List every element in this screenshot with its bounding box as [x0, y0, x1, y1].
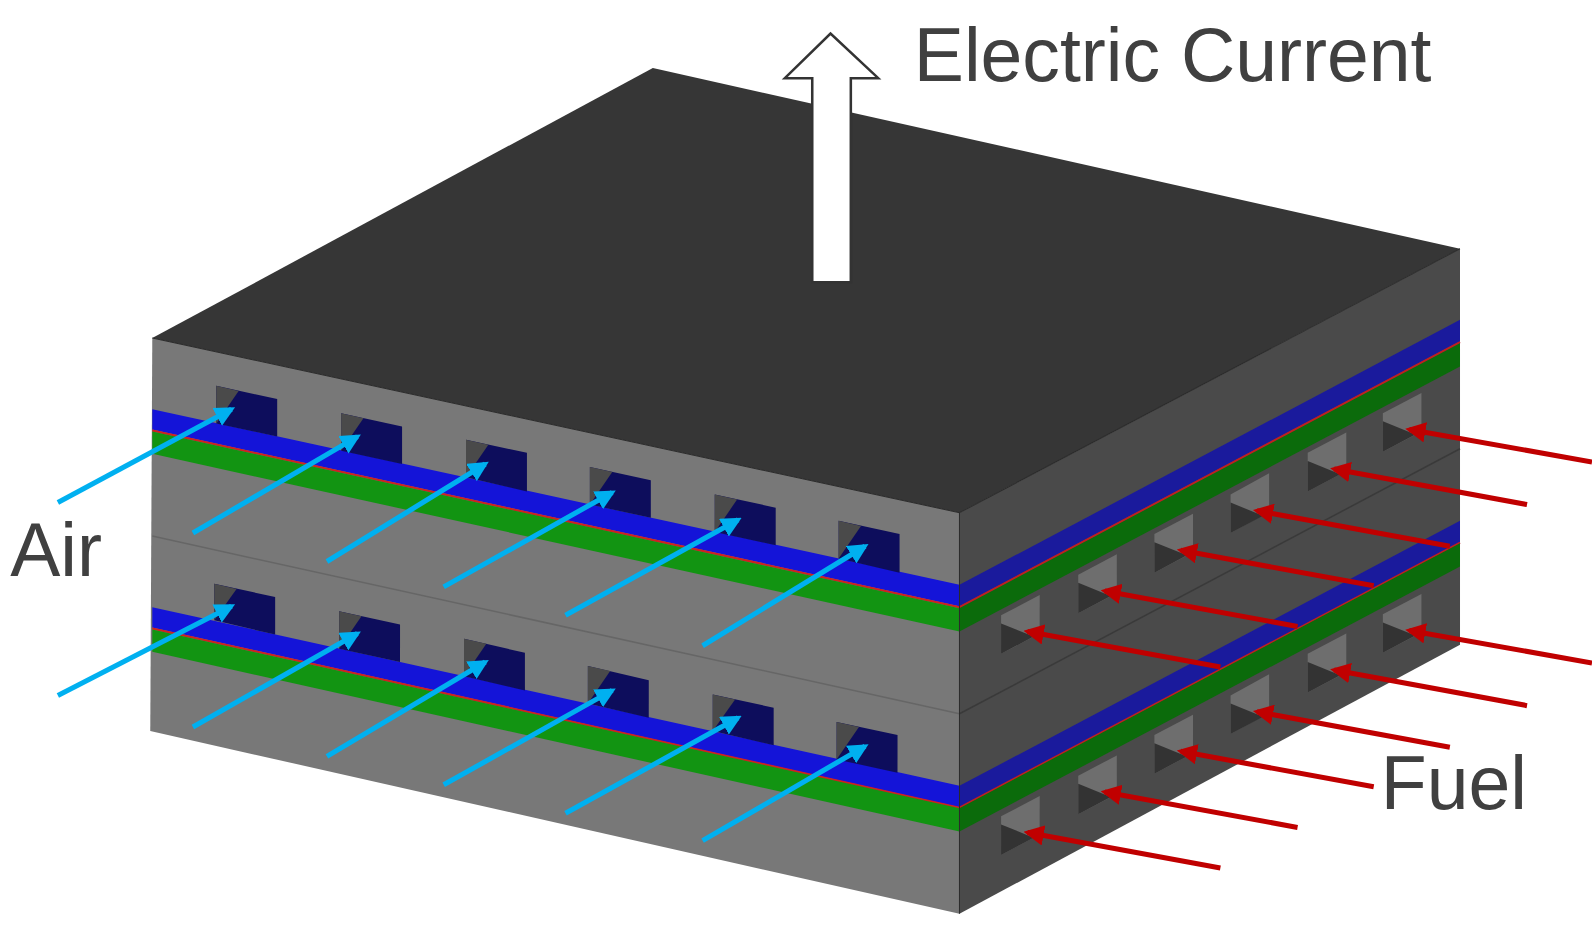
fuel-arrows-part: [1105, 591, 1298, 627]
fuel-channels-part: [1231, 503, 1263, 533]
block-edges-part: [152, 249, 1460, 513]
fuel-channels-part: [1231, 704, 1263, 734]
air-channels-part: [837, 722, 898, 773]
air-arrows-part: [58, 409, 232, 502]
fuel-arrows-part: [1409, 429, 1592, 461]
part-label: Electric Current: [914, 18, 1432, 93]
air-channels-part: [464, 639, 525, 691]
cell-layers-front-part: [152, 607, 959, 807]
fuel-channels-part: [1154, 542, 1186, 572]
part-label: Fuel: [1381, 746, 1527, 821]
fuel-channels-part: [1078, 784, 1110, 814]
fuel-channels-part: [1001, 623, 1033, 653]
fuel-arrows-part: [1181, 751, 1374, 787]
air-channels-part: [715, 494, 776, 545]
air-channels-part: [839, 521, 900, 573]
fuel-arrows-part: [1181, 550, 1374, 586]
air-arrows-part: [193, 437, 357, 533]
air-channels-part: [590, 467, 651, 518]
air-arrows-part: [327, 464, 485, 561]
cell-layers-front-part: [152, 629, 959, 831]
air-channels-part: [588, 666, 649, 718]
cell-layers-front-part: [152, 628, 959, 807]
cell-layers-front-part: [152, 536, 959, 714]
fuel-channels-part: [1308, 662, 1340, 692]
fuel-channels-part: [1078, 755, 1117, 814]
fuel-arrows-part: [1027, 632, 1220, 668]
fuel-channels-part: [1078, 554, 1117, 613]
fuel-channels-part: [1383, 421, 1415, 451]
fuel-arrows-part: [1027, 833, 1220, 869]
fuel-channels-part: [1231, 674, 1270, 734]
fuel-channels-part: [1383, 622, 1415, 652]
air-arrows-part: [58, 606, 232, 695]
fuel-arrows-part: [1334, 670, 1527, 706]
fuel-channels-part: [1231, 473, 1270, 533]
air-arrows-part: [703, 546, 865, 646]
air-arrows-part: [703, 746, 865, 840]
air-arrows-part: [327, 662, 485, 756]
current-arrow: [785, 34, 878, 283]
cell-layers-front-part: [152, 409, 959, 606]
air-channels: [214, 386, 899, 773]
air-arrows-part: [193, 634, 357, 727]
fuel-channels-part: [1383, 393, 1422, 452]
stack-faces: [150, 68, 1460, 914]
fuel-arrows-part: [1334, 469, 1527, 505]
fuel-channels-part: [1078, 583, 1110, 613]
fuel-channels-part: [1001, 796, 1040, 855]
air-arrows-part: [444, 690, 613, 784]
fuel-channels-part: [1001, 595, 1040, 654]
air-channels-part: [466, 440, 527, 492]
cell-layers-front: [152, 409, 959, 831]
part-label: Air: [10, 513, 102, 588]
block-edges-part: [959, 513, 960, 914]
fuel-arrows-part: [1409, 631, 1592, 663]
fuel-channels-part: [1383, 594, 1422, 653]
fuel-channels-part: [1308, 461, 1340, 491]
fuel-arrows: [1027, 429, 1592, 868]
fuel-channels-part: [1154, 743, 1186, 773]
fuel-channels-part: [1154, 514, 1193, 573]
air-arrows-part: [566, 718, 739, 813]
fuel-channels-part: [1154, 715, 1193, 774]
fuel-channels-part: [1001, 824, 1033, 854]
fuel-channels-part: [1308, 433, 1347, 492]
air-arrows: [58, 409, 865, 841]
fuel-arrows-part: [1105, 792, 1298, 828]
air-arrows-part: [444, 492, 613, 586]
fuel-channels-part: [1308, 634, 1347, 693]
fuel-arrows-part: [1257, 511, 1450, 547]
fuel-channels: [1001, 393, 1421, 855]
air-channels-part: [713, 694, 774, 745]
fuel-arrows-part: [1257, 712, 1450, 748]
block-edges: [152, 249, 1460, 914]
cell-layers-front-part: [152, 430, 959, 607]
air-arrows-part: [566, 520, 739, 615]
